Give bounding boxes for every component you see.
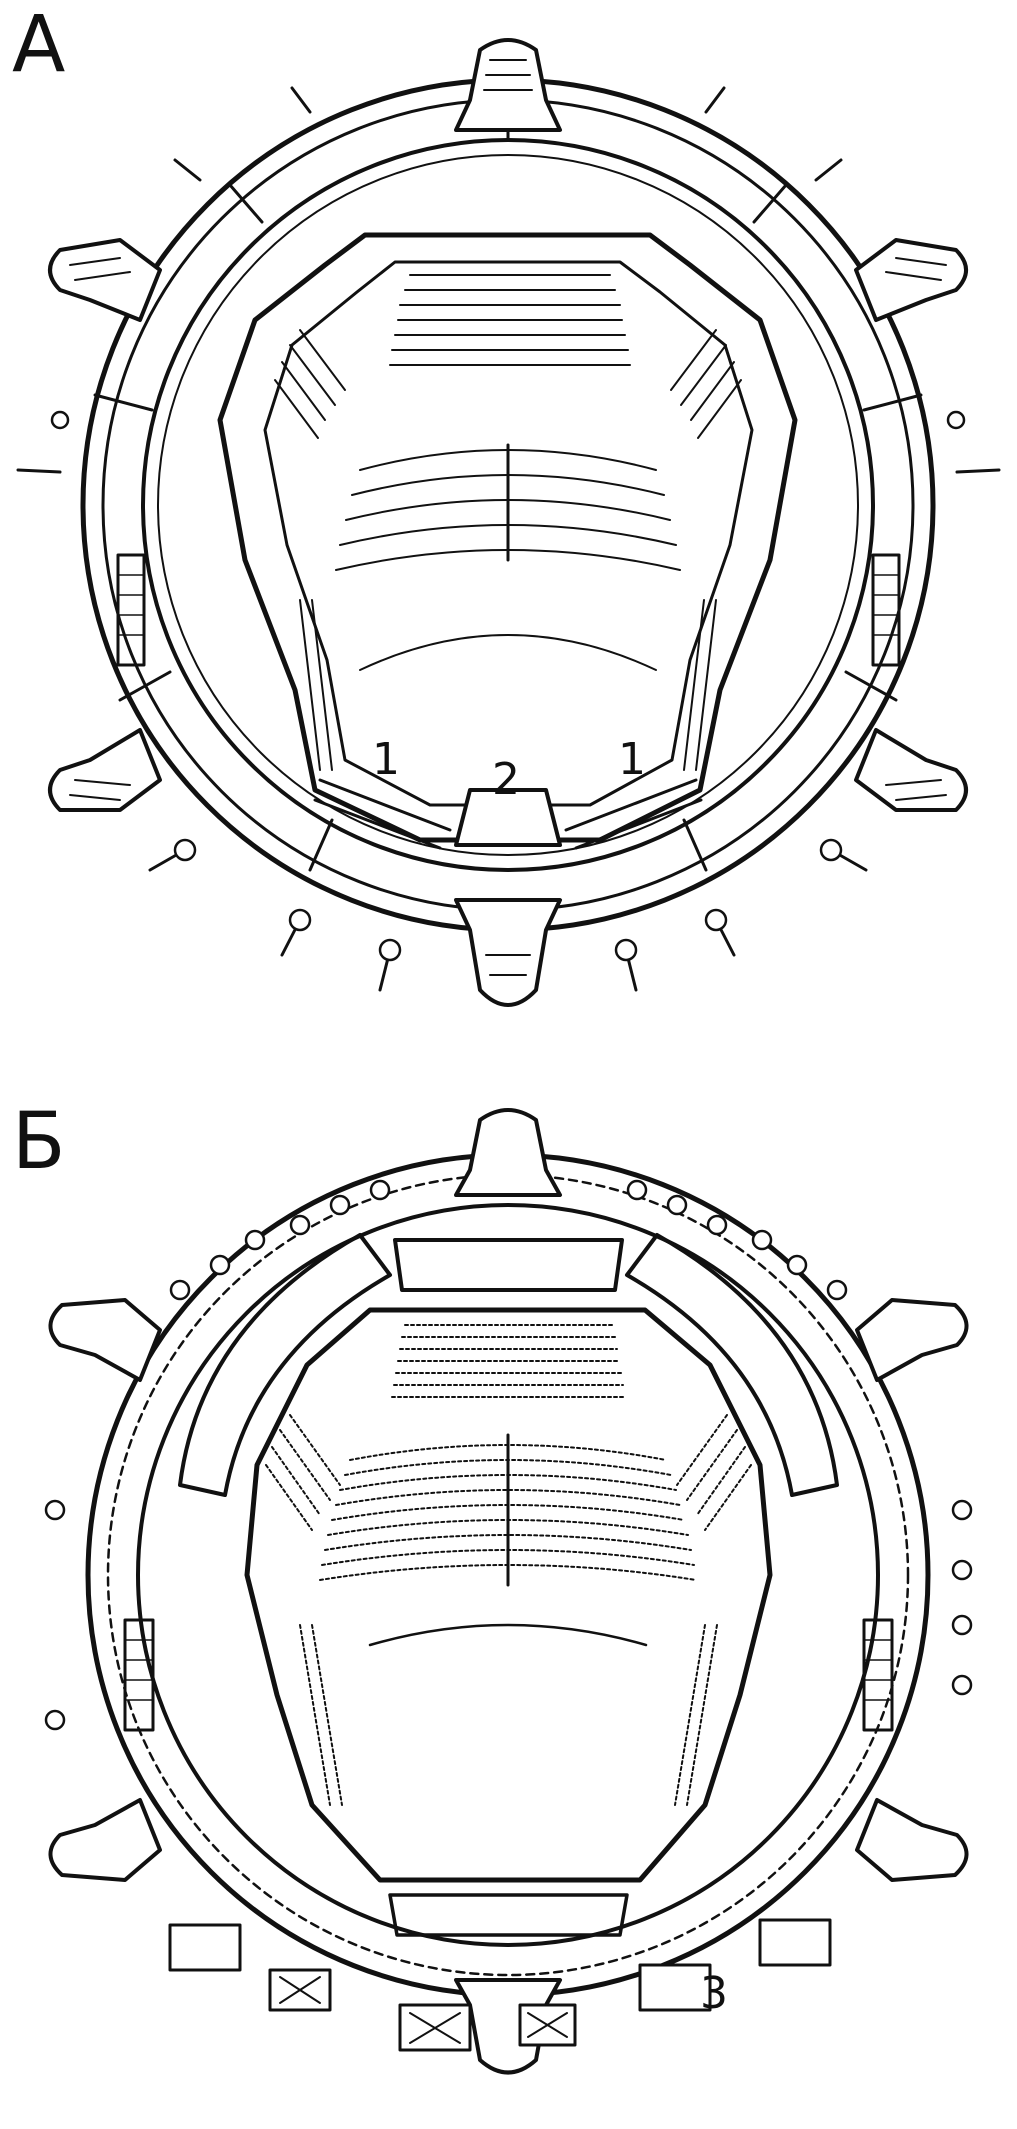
stage-edge-a (359, 634, 657, 671)
side-room-b-right (862, 1618, 894, 1732)
plan-b-drawing (44, 1108, 973, 2075)
stair-hatching-a (69, 59, 947, 976)
front-box-b (388, 1893, 629, 1937)
gallery-right-b (625, 1233, 839, 1497)
seat-rows-side-a (274, 329, 742, 439)
crossed-boxes-b (279, 1976, 568, 2044)
stair-towers-b (48, 1108, 969, 2075)
bowl-outline-b (244, 1307, 773, 1883)
side-room-b-left (123, 1618, 155, 1732)
seat-rows-upper-b (391, 1324, 626, 1398)
inner-ring-b (136, 1203, 880, 1947)
seat-blocks-side-b (265, 1414, 752, 1806)
exterior-columns-b (44, 1179, 973, 1731)
side-room-a-left (116, 553, 146, 667)
top-box-b (393, 1238, 624, 1292)
stalls-rows-a (335, 443, 681, 571)
orchestra-pit-a (454, 788, 562, 847)
bowl-inner-a (263, 260, 754, 807)
stair-towers-a (48, 38, 968, 1007)
stage-edge-b (368, 1623, 648, 1647)
support-columns-a (50, 410, 966, 962)
front-strips-a (313, 778, 703, 850)
panel-label-a: А (12, 0, 66, 90)
side-room-a-right (871, 553, 901, 667)
callout-1-left: 1 (372, 734, 400, 785)
plan-a: А 1 2 1 (0, 0, 1017, 1060)
callout-3: 3 (700, 1968, 728, 2019)
callout-1-right: 1 (618, 734, 646, 785)
gallery-left-b (178, 1233, 392, 1497)
panel-label-b: Б (12, 1097, 66, 1187)
inner-ring-a-2 (157, 154, 859, 856)
seat-rows-upper-a (389, 274, 631, 366)
plan-a-drawing (16, 38, 1001, 1007)
plan-b: Б 3 (0, 1065, 1017, 2129)
seat-strips-lower-a (299, 599, 717, 771)
callout-2: 2 (492, 754, 520, 805)
